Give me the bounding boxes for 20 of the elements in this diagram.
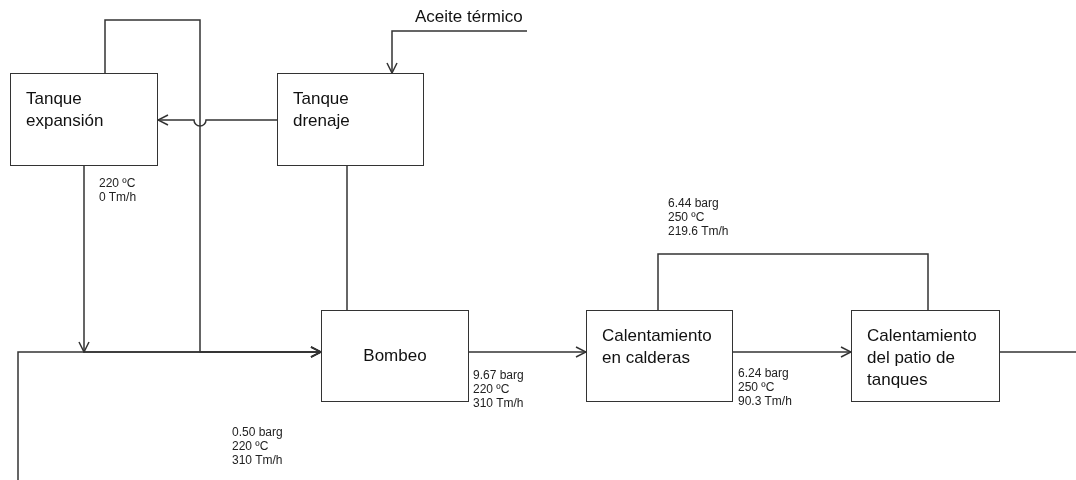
box-label: Bombeo bbox=[363, 345, 427, 367]
flow-line bbox=[386, 30, 528, 74]
box-label: Tanque drenaje bbox=[293, 88, 351, 132]
flow-line bbox=[157, 114, 278, 127]
process-box bbox=[851, 310, 1000, 402]
edge-label: 6.24 barg 250 ºC 90.3 Tm/h bbox=[738, 366, 794, 408]
flow-line bbox=[999, 351, 1076, 353]
process-box bbox=[321, 310, 469, 402]
box-label: Tanque expansión bbox=[26, 88, 105, 132]
box-label: Calentamiento del patio de tanques bbox=[867, 325, 978, 391]
flow-line bbox=[17, 346, 322, 480]
flow-line bbox=[732, 346, 852, 358]
flow-line bbox=[468, 346, 587, 358]
stream-label: Aceite térmico bbox=[415, 6, 527, 31]
flow-line bbox=[657, 253, 929, 311]
process-box bbox=[586, 310, 733, 402]
process-box bbox=[10, 73, 158, 166]
flow-line bbox=[346, 165, 348, 311]
box-label: Calentamiento en calderas bbox=[602, 325, 713, 369]
process-box bbox=[277, 73, 424, 166]
